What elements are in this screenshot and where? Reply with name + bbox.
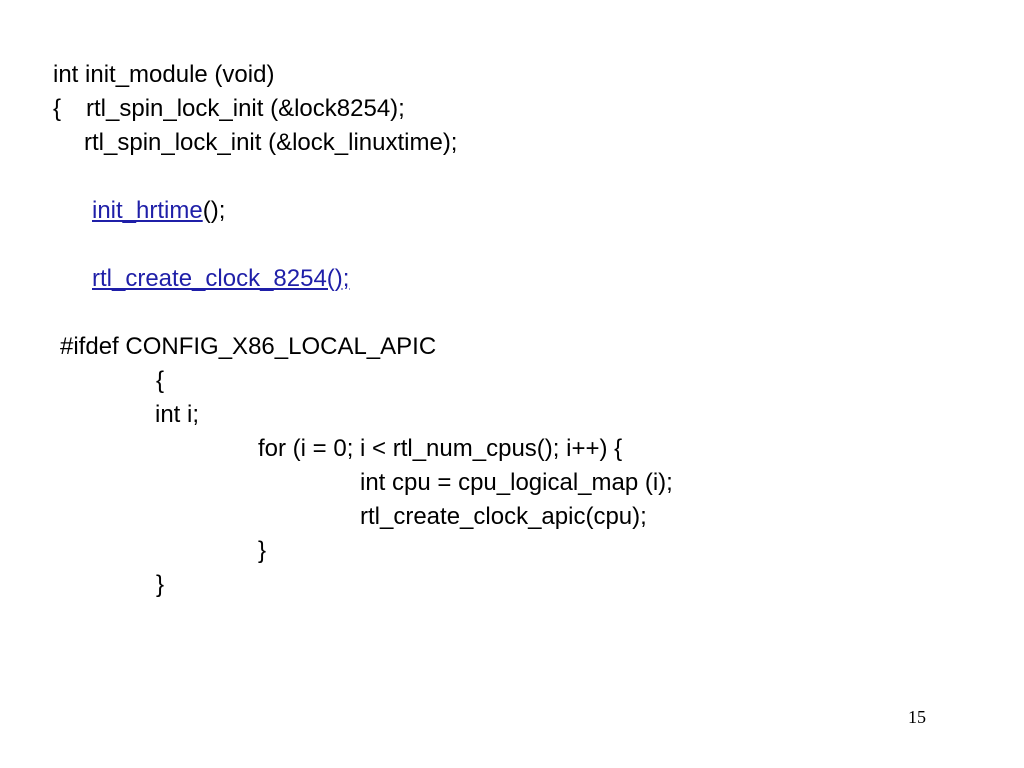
code-line-for-close-brace: } [258,537,267,564]
code-line-function-signature: int init_module (void) [53,61,275,88]
code-line-for-loop: for (i = 0; i < rtl_num_cpus(); i++) { [258,435,623,462]
code-line-int-cpu: int cpu = cpu_logical_map (i); [360,469,673,496]
code-line-ifdef: #ifdef CONFIG_X86_LOCAL_APIC [60,333,437,360]
code-line-init-hrtime: init_hrtime(); [92,197,225,225]
code-line-create-clock-apic: rtl_create_clock_apic(cpu); [360,503,647,530]
page-number: 15 [908,707,926,727]
code-line-int-i: int i; [155,401,200,428]
code-line-spin-lock-8254: rtl_spin_lock_init (&lock8254); [86,95,405,122]
code-line-open-brace: { [53,95,62,122]
init-hrtime-link[interactable]: init_hrtime [92,197,203,224]
create-clock-8254-link[interactable]: rtl_create_clock_8254(); [92,265,350,292]
code-line-create-clock-8254: rtl_create_clock_8254(); [92,265,349,293]
code-line-spin-lock-linuxtime: rtl_spin_lock_init (&lock_linuxtime); [84,129,458,156]
code-line-inner-open-brace: { [156,367,165,394]
init-hrtime-call-suffix: (); [202,197,226,224]
code-line-inner-close-brace: } [156,571,165,598]
